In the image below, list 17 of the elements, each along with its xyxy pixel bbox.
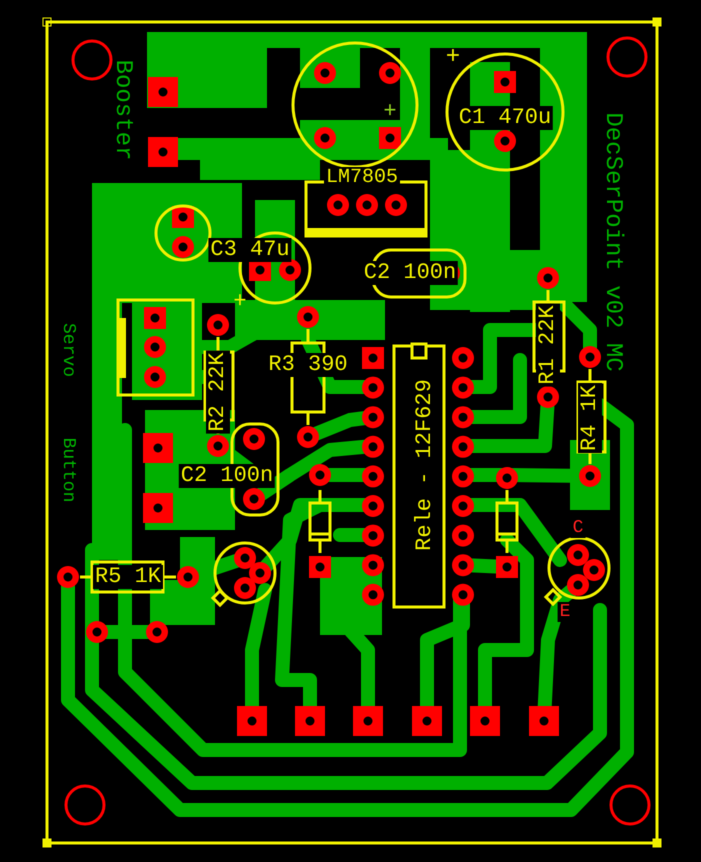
component-label: R1 22K [536,303,560,387]
board-text: DecSerPoint v02 MC [600,112,624,372]
component-label: R5 1K [93,565,163,589]
polarity-mark: + [233,291,247,313]
pin-label: C [570,518,586,538]
board-text: Booster [110,60,134,160]
board-text: Button [59,438,77,502]
component-label: R4 1K [578,383,602,453]
component-label: C3 47u [208,238,292,262]
polarity-mark: + [446,46,460,70]
component-label: C2 100n [362,261,458,285]
polarity-mark: + [383,101,397,123]
pin-label: E [558,602,572,622]
board-text: Servo [59,323,77,377]
component-label: R2 22K [206,350,230,434]
component-label: C1 470u [456,106,554,130]
component-label: C2 100n [178,464,276,488]
